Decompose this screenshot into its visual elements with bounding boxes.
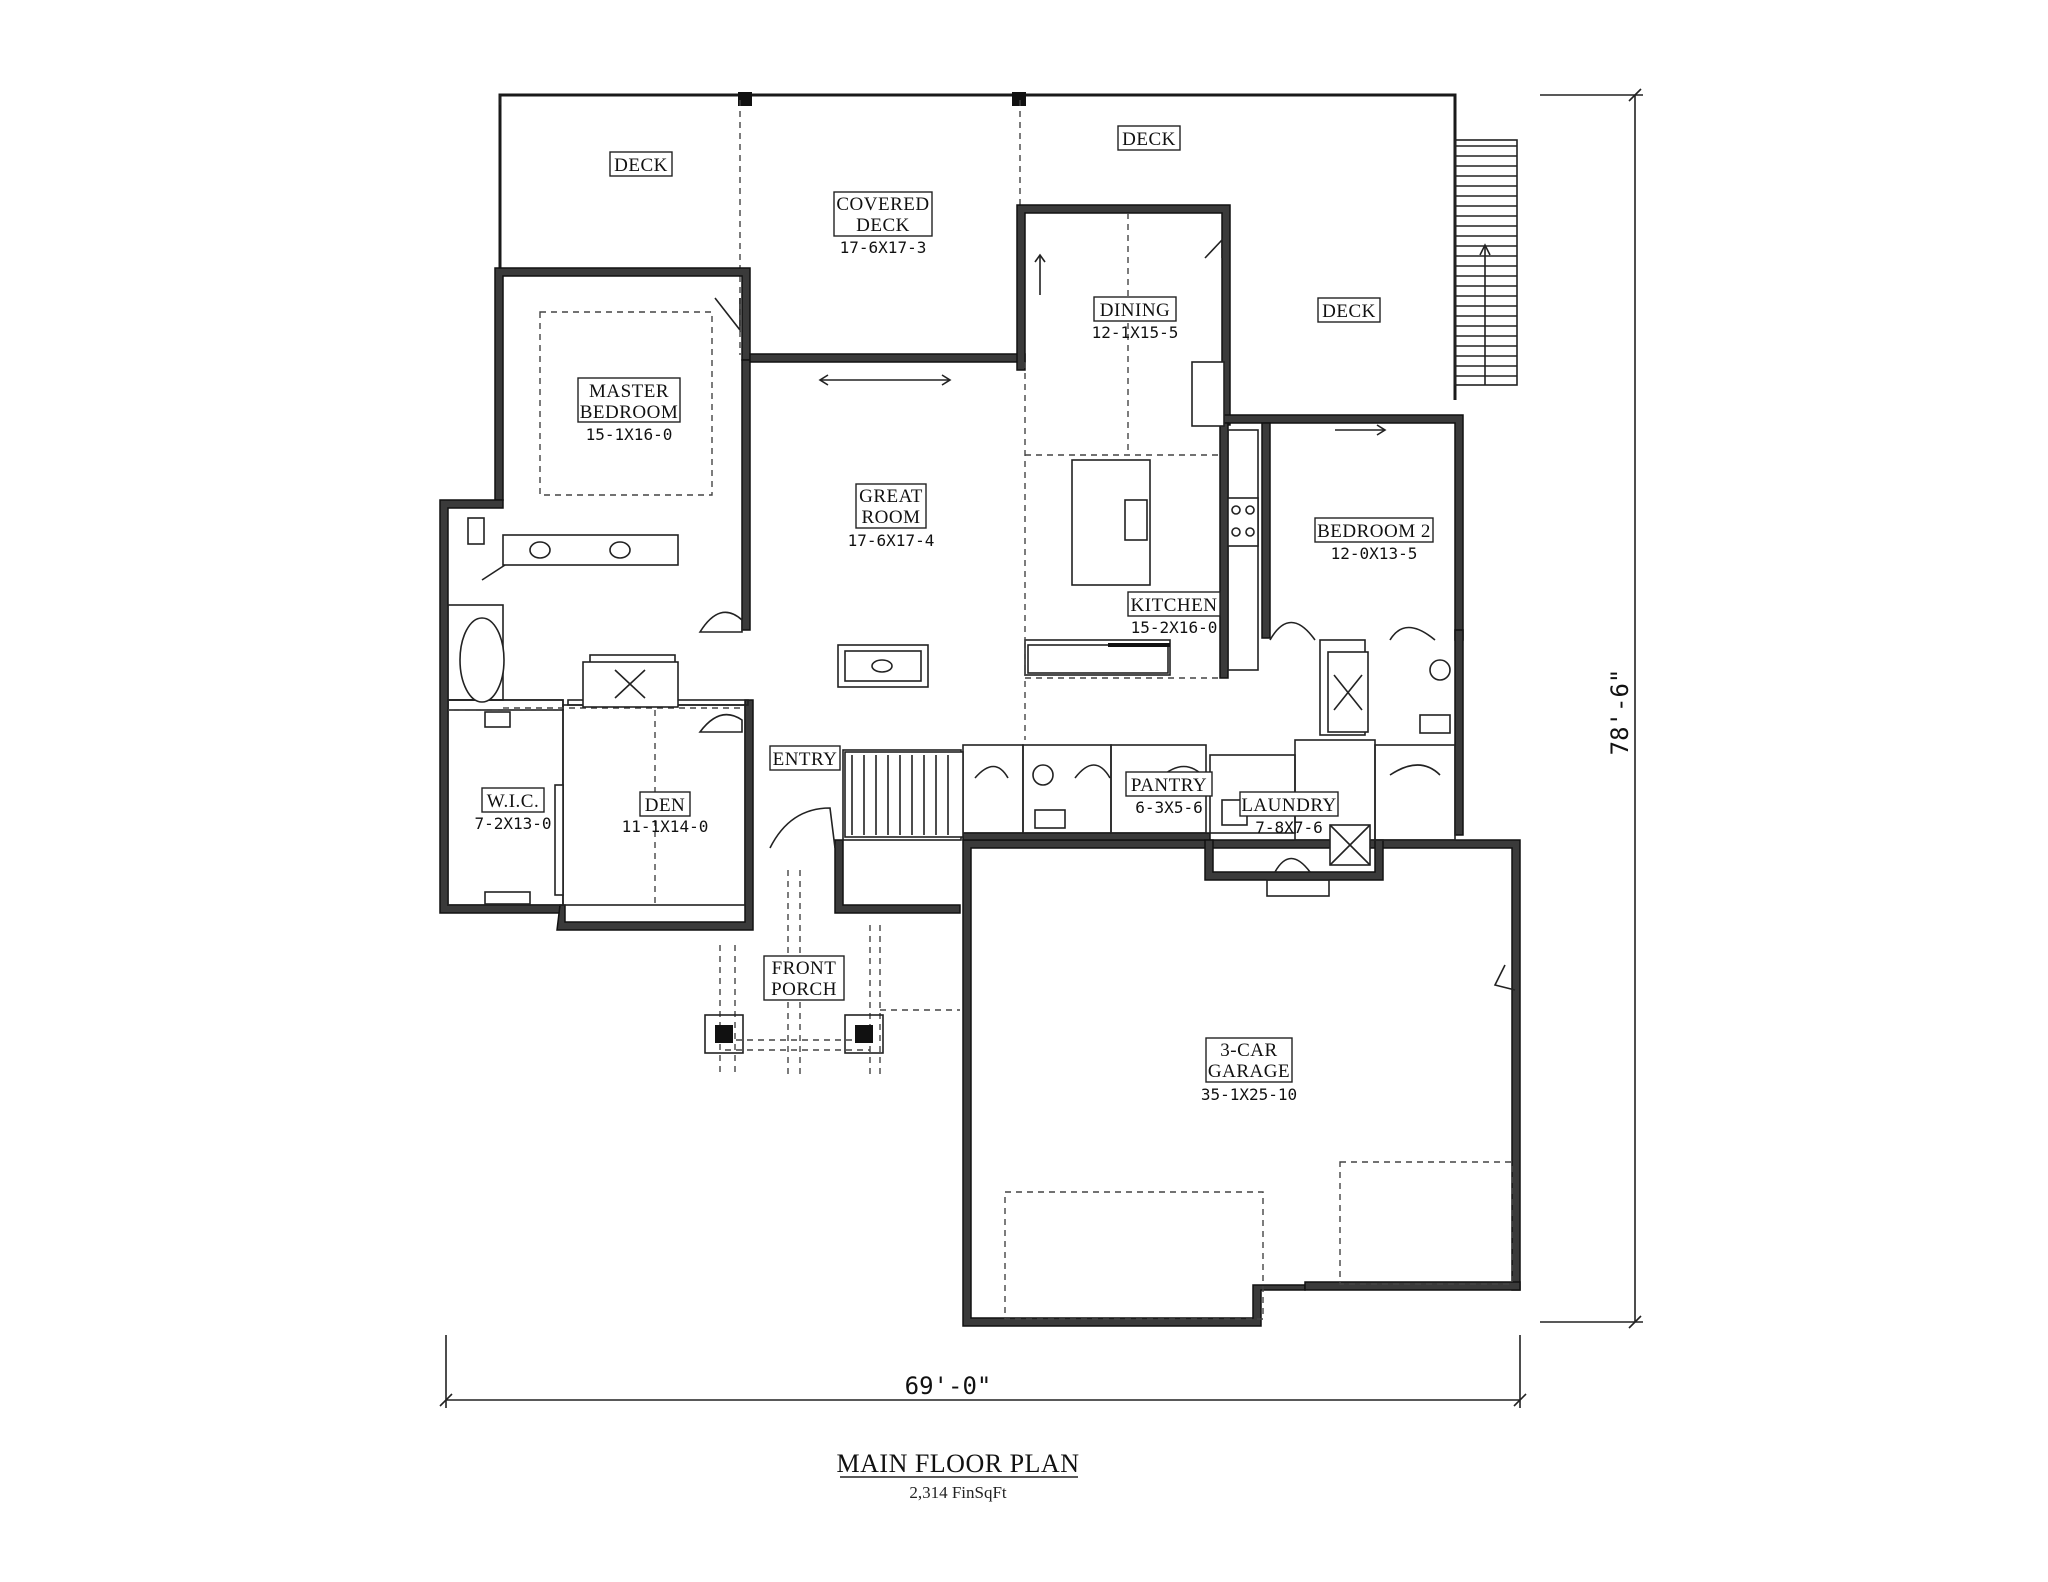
svg-text:W.I.C.: W.I.C. [487,791,539,812]
room-deck-right: DECK [1317,297,1381,323]
room-deck-top: DECK [1117,125,1181,151]
plan-title: MAIN FLOOR PLAN [837,1449,1080,1478]
room-garage: 3-CAR GARAGE 35-1X25-10 [1201,1037,1297,1104]
room-den: DEN 11-1X14-0 [622,791,709,836]
room-kitchen: KITCHEN 15-2X16-0 [1127,591,1221,637]
svg-text:KITCHEN: KITCHEN [1131,595,1218,616]
svg-text:DINING: DINING [1100,300,1171,321]
svg-text:6-3X5-6: 6-3X5-6 [1135,798,1202,817]
svg-text:DECK: DECK [614,155,668,176]
room-dining: DINING 12-1X15-5 [1092,296,1179,342]
svg-text:ENTRY: ENTRY [773,749,838,770]
svg-text:COVERED: COVERED [836,194,929,215]
svg-text:DECK: DECK [856,215,910,236]
svg-text:35-1X25-10: 35-1X25-10 [1201,1085,1297,1104]
room-master-bedroom: MASTER BEDROOM 15-1X16-0 [577,377,681,444]
room-front-porch: FRONT PORCH [763,955,845,1001]
svg-text:12-0X13-5: 12-0X13-5 [1331,544,1418,563]
svg-text:GARAGE: GARAGE [1208,1061,1290,1082]
svg-text:FRONT: FRONT [772,958,837,979]
svg-text:BEDROOM: BEDROOM [580,402,679,423]
svg-text:PANTRY: PANTRY [1131,775,1207,796]
room-covered-deck: COVERED DECK 17-6X17-3 [833,191,933,257]
svg-text:MASTER: MASTER [589,381,669,402]
width-dimension-label: 69'-0" [905,1372,992,1400]
svg-text:BEDROOM 2: BEDROOM 2 [1317,521,1431,542]
room-deck-left: DECK [609,151,673,177]
exterior-stair [1454,139,1518,386]
svg-text:GREAT: GREAT [859,486,923,507]
svg-text:7-8X7-6: 7-8X7-6 [1255,818,1322,837]
depth-dimension: 78'-6" [1540,88,1643,1329]
svg-text:ROOM: ROOM [861,507,920,528]
svg-text:17-6X17-4: 17-6X17-4 [848,531,935,550]
svg-text:15-1X16-0: 15-1X16-0 [586,425,673,444]
room-laundry: LAUNDRY 7-8X7-6 [1239,791,1339,837]
plan-area: 2,314 FinSqFt [909,1483,1007,1502]
svg-text:15-2X16-0: 15-2X16-0 [1131,618,1218,637]
room-entry: ENTRY [769,745,841,771]
room-wic: W.I.C. 7-2X13-0 [474,787,552,833]
svg-text:PORCH: PORCH [771,979,837,1000]
room-great-room: GREAT ROOM 17-6X17-4 [848,483,935,550]
plan-title-block: MAIN FLOOR PLAN 2,314 FinSqFt [837,1449,1080,1502]
svg-text:11-1X14-0: 11-1X14-0 [622,817,709,836]
room-pantry: PANTRY 6-3X5-6 [1125,771,1213,817]
width-dimension: 69'-0" [439,1335,1527,1408]
svg-text:7-2X13-0: 7-2X13-0 [474,814,551,833]
svg-text:12-1X15-5: 12-1X15-5 [1092,323,1179,342]
fixtures [459,253,1451,1054]
svg-text:DECK: DECK [1122,129,1176,150]
exterior-walls [439,204,1521,1327]
svg-text:17-6X17-3: 17-6X17-3 [840,238,927,257]
svg-text:3-CAR: 3-CAR [1220,1040,1277,1061]
svg-text:LAUNDRY: LAUNDRY [1241,795,1336,816]
dashed-lines [448,213,1513,1320]
depth-dimension-label: 78'-6" [1606,669,1634,756]
svg-text:DECK: DECK [1322,301,1376,322]
room-bedroom-2: BEDROOM 2 12-0X13-5 [1314,517,1434,563]
svg-text:DEN: DEN [645,795,686,816]
